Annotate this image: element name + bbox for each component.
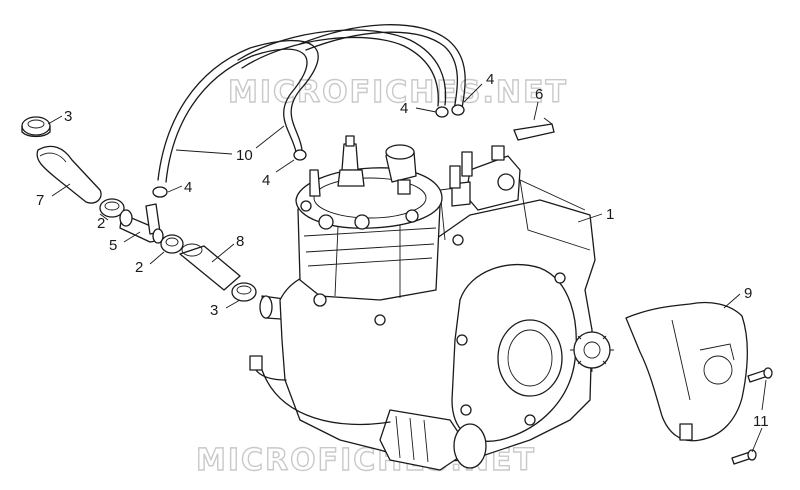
callout-2-upper: 2 [97,215,105,232]
callout-8: 8 [236,233,244,250]
hose-8 [179,243,241,291]
screw-11-upper [747,367,773,383]
clamp-2-upper [99,198,125,218]
callout-4-middle: 4 [262,172,270,189]
engine-block-1 [279,135,614,471]
sprocket-cover-9 [625,301,748,442]
callout-1: 1 [606,206,614,223]
hose-clamp-4-left [152,186,168,198]
clamp-3-top [21,116,51,138]
callout-9: 9 [744,285,752,302]
hose-clamp-4-top-right [451,104,465,116]
wiring-lead [249,355,391,426]
callout-labels: 3 7 2 5 2 8 3 10 4 4 4 4 6 1 9 11 [36,71,769,430]
callout-7: 7 [36,192,44,209]
callout-2-lower: 2 [135,259,143,276]
clamp-3-lower [231,282,257,302]
hose-clamp-4-top-left [435,106,449,118]
watermark-top: MICROFICHES.NET [228,75,568,110]
drive-sprocket [570,328,614,372]
tee-fitting-5 [119,203,164,244]
callout-4-left: 4 [184,179,192,196]
hose-clamp-4-middle [293,149,307,161]
leader-lines [47,83,767,453]
callout-3-lower: 3 [210,302,218,319]
callout-11: 11 [753,413,769,430]
callout-6: 6 [535,86,543,103]
hose-assembly-10 [157,24,466,183]
tab-6 [513,117,555,141]
callout-3-top: 3 [64,108,72,125]
callout-5: 5 [109,237,117,254]
callout-10: 10 [236,147,253,164]
callout-4-top-left: 4 [400,100,408,117]
hose-7 [36,145,102,204]
screw-11-lower [731,449,757,465]
clamp-2-lower [160,234,184,254]
callout-4-top-right: 4 [486,71,494,88]
carburetor [451,145,521,211]
